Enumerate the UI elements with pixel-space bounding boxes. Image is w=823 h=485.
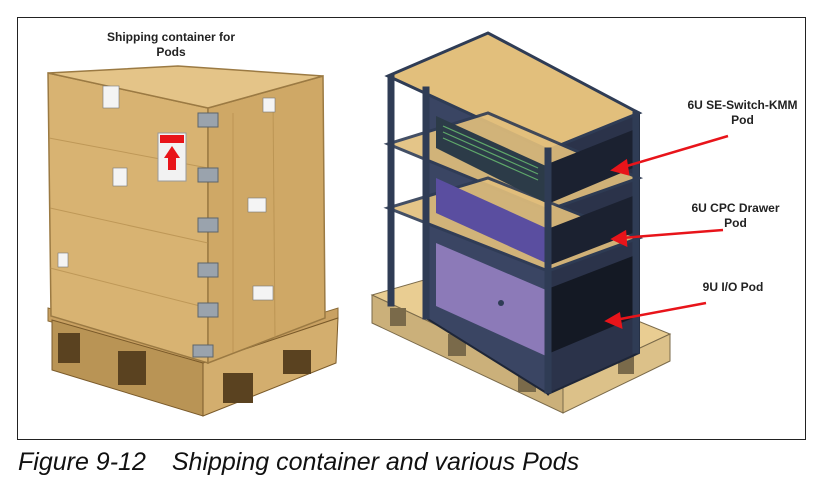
pod-label-line: 6U SE-Switch-KMM xyxy=(687,98,798,112)
pod-label-line: Pod xyxy=(724,216,747,230)
figure-number: Figure 9-12 xyxy=(18,448,146,476)
figure-frame: Shipping container for Pods 6U SE-Switch… xyxy=(17,17,806,440)
pod-label-line: 9U I/O Pod xyxy=(702,280,764,294)
pod-label-se-switch-kmm: 6U SE-Switch-KMM Pod xyxy=(680,98,805,128)
shipping-crate-photo xyxy=(47,65,339,417)
pod-label-line: Pod xyxy=(731,113,754,127)
pod-label-cpc-drawer: 6U CPC Drawer Pod xyxy=(678,201,793,231)
pods-render xyxy=(370,31,729,414)
crate-label-line-1: Shipping container for xyxy=(107,30,235,44)
crate-label-line-2: Pods xyxy=(156,45,186,59)
pod-label-line: 6U CPC Drawer xyxy=(691,201,780,215)
pod-label-io: 9U I/O Pod xyxy=(688,280,778,295)
figure-caption: Figure 9-12 Shipping container and variou… xyxy=(18,448,808,477)
crate-label: Shipping container for Pods xyxy=(86,30,256,60)
figure-caption-text: Shipping container and various Pods xyxy=(171,448,580,476)
